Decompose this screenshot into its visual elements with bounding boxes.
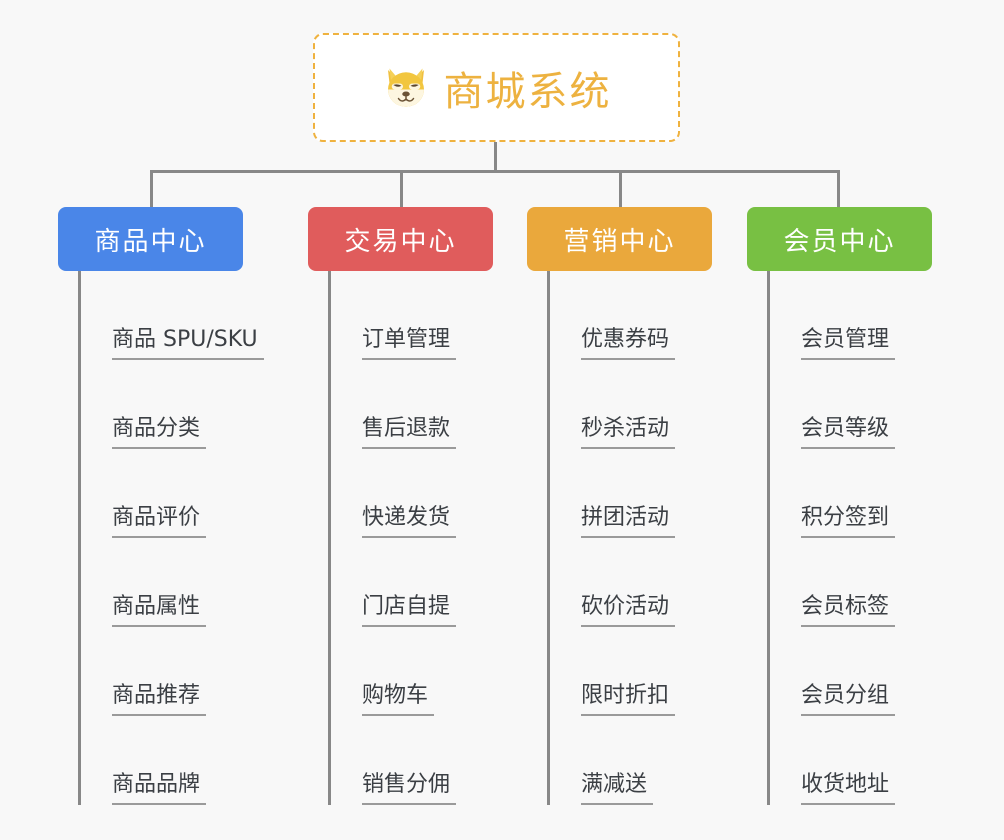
list-item[interactable]: 商品属性 xyxy=(81,538,278,627)
list-item-label: 秒杀活动 xyxy=(581,410,676,449)
list-item-label: 会员分组 xyxy=(801,677,896,716)
list-item[interactable]: 收货地址 xyxy=(770,716,967,805)
branch-items-0: 商品 SPU/SKU 商品分类 商品评价 商品属性 商品推荐 商品品牌 xyxy=(78,271,278,805)
list-item-label: 满减送 xyxy=(581,766,654,805)
branch-header-label-1: 交易中心 xyxy=(344,226,457,257)
list-item-label: 商品属性 xyxy=(112,588,207,627)
list-item-label: 会员管理 xyxy=(801,321,896,360)
connector-drop-1 xyxy=(400,170,403,210)
connector-horizontal-bus xyxy=(150,170,838,173)
connector-root-stem xyxy=(494,142,497,172)
dog-face-icon xyxy=(382,64,430,112)
root-node[interactable]: 商城系统 xyxy=(313,33,680,142)
list-item[interactable]: 积分签到 xyxy=(770,449,967,538)
list-item[interactable]: 门店自提 xyxy=(331,538,528,627)
list-item-label: 积分签到 xyxy=(801,499,896,538)
branch-header-2[interactable]: 营销中心 xyxy=(527,207,712,271)
list-item[interactable]: 商品品牌 xyxy=(81,716,278,805)
list-item[interactable]: 会员等级 xyxy=(770,360,967,449)
list-item[interactable]: 秒杀活动 xyxy=(550,360,747,449)
connector-drop-3 xyxy=(837,170,840,210)
branch-items-3: 会员管理 会员等级 积分签到 会员标签 会员分组 收货地址 xyxy=(767,271,967,805)
list-item-label: 会员等级 xyxy=(801,410,896,449)
list-item-label: 商品品牌 xyxy=(112,766,207,805)
branch-header-3[interactable]: 会员中心 xyxy=(747,207,932,271)
branch-header-label-2: 营销中心 xyxy=(563,226,676,257)
list-item[interactable]: 会员标签 xyxy=(770,538,967,627)
list-item-label: 门店自提 xyxy=(362,588,457,627)
connector-drop-2 xyxy=(619,170,622,210)
list-item[interactable]: 快递发货 xyxy=(331,449,528,538)
list-item[interactable]: 限时折扣 xyxy=(550,627,747,716)
list-item[interactable]: 商品评价 xyxy=(81,449,278,538)
list-item[interactable]: 商品推荐 xyxy=(81,627,278,716)
list-item-label: 快递发货 xyxy=(362,499,457,538)
list-item-label: 售后退款 xyxy=(362,410,457,449)
list-item-label: 限时折扣 xyxy=(581,677,676,716)
list-item[interactable]: 订单管理 xyxy=(331,271,528,360)
list-item[interactable]: 拼团活动 xyxy=(550,449,747,538)
list-item[interactable]: 满减送 xyxy=(550,716,747,805)
list-item-label: 商品推荐 xyxy=(112,677,207,716)
list-item-label: 商品评价 xyxy=(112,499,207,538)
branch-items-2: 优惠券码 秒杀活动 拼团活动 砍价活动 限时折扣 满减送 xyxy=(547,271,747,805)
list-item-label: 订单管理 xyxy=(362,321,457,360)
connector-drop-0 xyxy=(150,170,153,210)
list-item[interactable]: 优惠券码 xyxy=(550,271,747,360)
list-item-label: 商品 SPU/SKU xyxy=(112,321,264,360)
list-item[interactable]: 销售分佣 xyxy=(331,716,528,805)
list-item[interactable]: 会员管理 xyxy=(770,271,967,360)
list-item[interactable]: 售后退款 xyxy=(331,360,528,449)
list-item[interactable]: 购物车 xyxy=(331,627,528,716)
branch-items-1: 订单管理 售后退款 快递发货 门店自提 购物车 销售分佣 xyxy=(328,271,528,805)
list-item-label: 购物车 xyxy=(362,677,435,716)
branch-header-1[interactable]: 交易中心 xyxy=(308,207,493,271)
root-title: 商城系统 xyxy=(443,68,612,115)
list-item-label: 收货地址 xyxy=(801,766,896,805)
list-item-label: 砍价活动 xyxy=(581,588,676,627)
list-item-label: 拼团活动 xyxy=(581,499,676,538)
list-item-label: 优惠券码 xyxy=(581,321,676,360)
list-item[interactable]: 商品 SPU/SKU xyxy=(81,271,278,360)
list-item-label: 商品分类 xyxy=(112,410,207,449)
list-item-label: 会员标签 xyxy=(801,588,896,627)
list-item[interactable]: 砍价活动 xyxy=(550,538,747,627)
branch-header-0[interactable]: 商品中心 xyxy=(58,207,243,271)
list-item[interactable]: 会员分组 xyxy=(770,627,967,716)
branch-header-label-0: 商品中心 xyxy=(94,226,207,257)
list-item[interactable]: 商品分类 xyxy=(81,360,278,449)
branch-header-label-3: 会员中心 xyxy=(783,226,896,257)
list-item-label: 销售分佣 xyxy=(362,766,457,805)
